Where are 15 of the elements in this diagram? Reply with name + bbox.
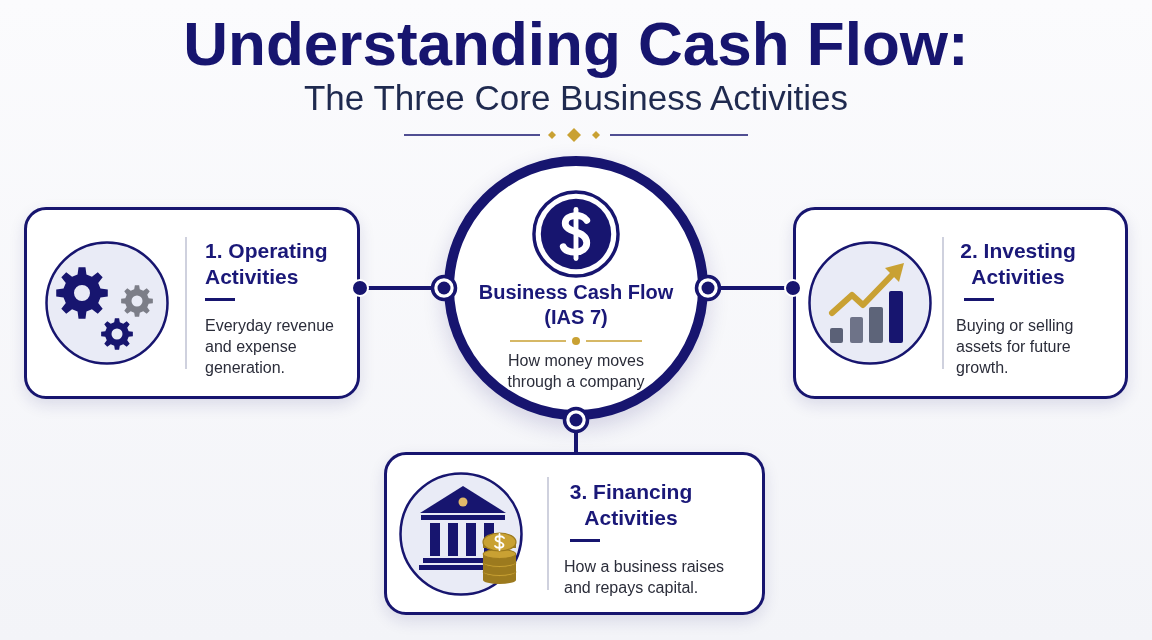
card-heading: 3. Financing Activities bbox=[568, 479, 694, 531]
card-description: Everyday revenue and expense generation. bbox=[205, 316, 335, 378]
page-title: Understanding Cash Flow: bbox=[183, 10, 969, 78]
activity-card bbox=[24, 207, 360, 399]
activity-card bbox=[384, 452, 765, 615]
connector-line bbox=[694, 274, 802, 302]
activity-card bbox=[793, 207, 1128, 399]
card-heading: 2. Investing Activities bbox=[959, 238, 1077, 290]
card-description: Buying or selling assets for future growth. bbox=[956, 316, 1075, 378]
hub-title: Business Cash Flow (IAS 7) bbox=[477, 280, 675, 330]
page-subtitle: The Three Core Business Activities bbox=[304, 78, 848, 118]
card-heading: 1. Operating Activities bbox=[205, 238, 329, 290]
card-description: How a business raises and repays capital. bbox=[564, 557, 726, 598]
connector-line bbox=[351, 274, 458, 302]
hub-description: How money moves through a company bbox=[506, 351, 646, 392]
